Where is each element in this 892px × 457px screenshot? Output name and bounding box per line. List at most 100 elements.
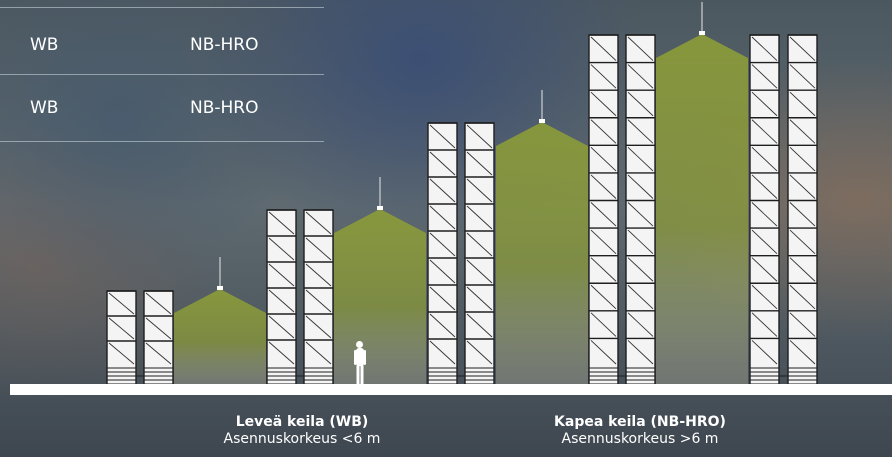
rack-box-diagonal (145, 342, 172, 365)
rack-box-diagonal (305, 315, 332, 339)
rack-box-diagonal (751, 36, 778, 61)
legend-divider (0, 74, 324, 75)
rack-box-diagonal (789, 257, 816, 282)
person-part (356, 364, 360, 385)
person-part (356, 348, 364, 366)
rack-box-diagonal (145, 317, 172, 340)
rack-box-diagonal (466, 232, 493, 257)
rack-box-diagonal (789, 36, 816, 61)
rack-box-diagonal (305, 341, 332, 365)
light-beam (334, 209, 426, 386)
rack-box-diagonal (789, 91, 816, 117)
rack-box-diagonal (789, 284, 816, 310)
rack-box-diagonal (751, 91, 778, 117)
rack-box-diagonal (627, 257, 654, 282)
rack-box-diagonal (429, 205, 456, 230)
rack-box-diagonal (751, 202, 778, 227)
rack-box-diagonal (590, 91, 617, 117)
light-beam (656, 34, 748, 386)
rack-box-diagonal (627, 91, 654, 117)
rack-box-diagonal (590, 36, 617, 61)
rack-box-diagonal (429, 286, 456, 311)
legend-wb-label: WB (30, 98, 59, 118)
luminaire-icon (699, 31, 705, 35)
rack-box-diagonal (627, 312, 654, 337)
rack-box-diagonal (789, 202, 816, 227)
rack-column (749, 34, 780, 387)
rack-box-diagonal (751, 119, 778, 144)
rack-box-diagonal (466, 205, 493, 230)
rack-box-diagonal (466, 340, 493, 365)
rack-box-diagonal (627, 174, 654, 199)
rack-box-diagonal (466, 313, 493, 338)
rack-box-diagonal (108, 317, 135, 340)
rack-box-diagonal (108, 292, 135, 315)
rack-column (588, 34, 619, 387)
rack-column (266, 209, 297, 387)
rack-box-diagonal (466, 259, 493, 284)
caption-subtitle: Asennuskorkeus <6 m (223, 431, 381, 447)
legend-nbhro-label: NB-HRO (190, 98, 259, 118)
legend-wb-label: WB (30, 35, 59, 55)
rack-box-diagonal (590, 229, 617, 254)
rack-column (625, 34, 656, 387)
rack-box-diagonal (466, 151, 493, 176)
rack-box-diagonal (429, 151, 456, 176)
rack-box-diagonal (466, 286, 493, 311)
rack-box-diagonal (751, 340, 778, 365)
rack-box-diagonal (429, 178, 456, 203)
rack-box-diagonal (590, 64, 617, 89)
rack-box-diagonal (627, 284, 654, 310)
luminaire-icon (539, 119, 545, 123)
rack-box-diagonal (627, 119, 654, 144)
light-beam (174, 289, 266, 386)
rack-box-diagonal (789, 312, 816, 337)
rack-box-diagonal (429, 259, 456, 284)
luminaire-icon (377, 206, 383, 210)
rack-box-diagonal (108, 342, 135, 365)
caption-subtitle: Asennuskorkeus >6 m (561, 431, 719, 447)
legend-divider (0, 141, 324, 142)
person-part (354, 350, 357, 365)
light-beam (496, 122, 588, 386)
rack-box-diagonal (789, 174, 816, 199)
rack-box-diagonal (627, 202, 654, 227)
rack-box-diagonal (627, 340, 654, 365)
person-part (356, 341, 363, 348)
caption-title: Leveä keila (WB) (235, 414, 369, 430)
rack-box-diagonal (590, 257, 617, 282)
rack-box-diagonal (429, 232, 456, 257)
person-icon (354, 341, 366, 385)
rack-box-diagonal (268, 289, 295, 313)
rack-box-diagonal (429, 313, 456, 338)
rack-box-diagonal (590, 202, 617, 227)
rack-column (106, 290, 137, 387)
rack-box-diagonal (627, 147, 654, 172)
rack-box-diagonal (305, 211, 332, 235)
legend-row: WB NB-HRO (0, 88, 324, 128)
caption-title: Kapea keila (NB-HRO) (554, 414, 726, 430)
luminaire-icon (217, 286, 223, 290)
caption-narrow-beam: Kapea keila (NB-HRO) Asennuskorkeus >6 m (520, 414, 760, 448)
rack-box-diagonal (789, 229, 816, 254)
rack-box-diagonal (751, 284, 778, 310)
rack-box-diagonal (627, 36, 654, 61)
rack-box-diagonal (305, 263, 332, 287)
rack-box-diagonal (751, 312, 778, 337)
rack-box-diagonal (590, 340, 617, 365)
caption-wide-beam: Leveä keila (WB) Asennuskorkeus <6 m (182, 414, 422, 448)
rack-box-diagonal (590, 119, 617, 144)
rack-box-diagonal (145, 292, 172, 315)
rack-box-diagonal (268, 263, 295, 287)
rack-box-diagonal (751, 174, 778, 199)
rack-box-diagonal (268, 211, 295, 235)
rack-box-diagonal (305, 237, 332, 261)
rack-box-diagonal (429, 340, 456, 365)
rack-box-diagonal (268, 315, 295, 339)
floor-line (10, 384, 892, 395)
rack-box-diagonal (590, 174, 617, 199)
rack-box-diagonal (466, 178, 493, 203)
rack-column (464, 122, 495, 387)
rack-box-diagonal (466, 124, 493, 149)
